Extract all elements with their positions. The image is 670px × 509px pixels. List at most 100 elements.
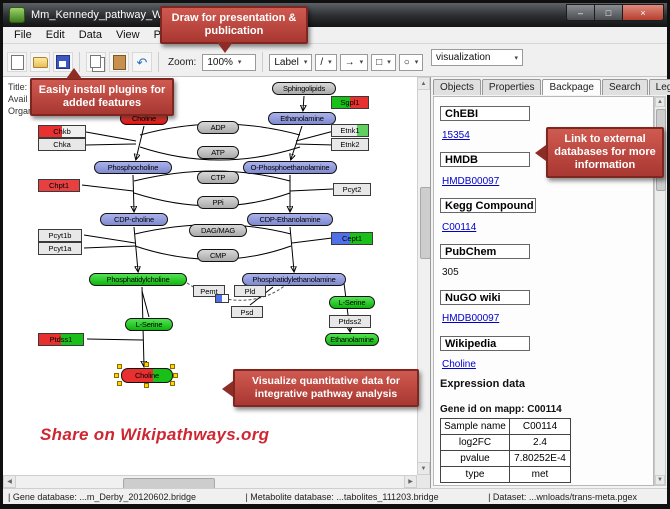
- gene-chpt1[interactable]: Chpt1: [38, 179, 80, 192]
- save-disk-icon: [56, 55, 70, 69]
- selection-handle[interactable]: [144, 383, 149, 388]
- table-cell: C00114: [509, 418, 571, 435]
- open-folder-icon: [32, 56, 48, 68]
- node-o-phosphoethanolamine[interactable]: O-Phosphoethanolamine: [243, 161, 337, 174]
- gene-sgpl1[interactable]: Sgpl1: [331, 96, 369, 109]
- undo-button[interactable]: ↶: [132, 52, 152, 72]
- arrow-tool-icon: →: [344, 56, 355, 68]
- pathway-canvas[interactable]: Title: Avail Organ: [3, 77, 431, 489]
- gene-pld[interactable]: Pld: [234, 285, 266, 297]
- chevron-down-icon: ▾: [237, 59, 242, 66]
- tab-backpage[interactable]: Backpage: [542, 79, 601, 95]
- node-l-serine-right[interactable]: L-Serine: [329, 296, 375, 309]
- callout-plugins-text: Easily install plugins for added feature…: [38, 84, 166, 109]
- node-phosphocholine[interactable]: Phosphocholine: [94, 161, 172, 174]
- section-header-chebi: ChEBI: [440, 106, 530, 121]
- node-sphingolipids[interactable]: Sphingolipids: [272, 82, 336, 95]
- node-cdp-choline[interactable]: CDP-choline: [100, 213, 168, 226]
- maximize-button[interactable]: □: [594, 4, 622, 21]
- menu-bar: File Edit Data View Plugins Help: [3, 27, 667, 44]
- selection-handle[interactable]: [117, 381, 122, 386]
- node-ethanolamine-bottom[interactable]: Ethanolamine: [325, 333, 379, 346]
- node-dag-mag[interactable]: DAG/MAG: [189, 224, 247, 237]
- gene-chka[interactable]: Chka: [38, 138, 86, 151]
- selection-handle[interactable]: [173, 373, 178, 378]
- gene-etnk1[interactable]: Etnk1: [331, 124, 369, 137]
- oval-tool[interactable]: ○▾: [398, 53, 424, 71]
- zoom-select[interactable]: 100% ▾: [202, 53, 257, 71]
- backpage-content: ChEBI 15354 HMDB HMDB00097 Kegg Compound…: [433, 96, 654, 486]
- label-tool-text: Label: [274, 56, 299, 68]
- node-atp[interactable]: ATP: [197, 146, 239, 159]
- gene-pcyt1b[interactable]: Pcyt1b: [38, 229, 82, 242]
- new-file-icon: [10, 54, 24, 70]
- scroll-up-icon[interactable]: ▲: [655, 97, 665, 107]
- hmdb-link[interactable]: HMDB00097: [442, 176, 500, 187]
- scroll-left-icon[interactable]: ◀: [3, 475, 16, 488]
- gene-ptdss1[interactable]: Ptdss1: [38, 333, 84, 346]
- menu-edit[interactable]: Edit: [45, 29, 65, 41]
- node-cdp-ethanolamine[interactable]: CDP-Ethanolamine: [247, 213, 333, 226]
- gene-etnk2[interactable]: Etnk2: [331, 138, 369, 151]
- node-adp[interactable]: ADP: [197, 121, 239, 134]
- pathway-drawing-area[interactable]: Title: Avail Organ: [3, 77, 417, 475]
- paste-button[interactable]: [109, 52, 129, 72]
- tab-legend[interactable]: Legend: [648, 79, 670, 95]
- node-choline-selected[interactable]: Choline: [121, 368, 173, 383]
- scrollbar-corner: [417, 475, 430, 488]
- table-cell: 7.80252E-4: [509, 450, 571, 467]
- menu-data[interactable]: Data: [78, 29, 102, 41]
- gene-ptdss2[interactable]: Ptdss2: [329, 315, 371, 328]
- arrow-tool[interactable]: →▾: [339, 53, 369, 71]
- table-row: pvalue 7.80252E-4: [440, 450, 571, 467]
- selection-handle[interactable]: [144, 362, 149, 367]
- tab-search[interactable]: Search: [601, 79, 648, 95]
- tab-objects[interactable]: Objects: [433, 79, 481, 95]
- callout-link-databases: Link to external databases for more info…: [535, 127, 664, 178]
- scroll-up-icon[interactable]: ▲: [417, 77, 430, 90]
- node-phosphatidylcholine[interactable]: Phosphatidylcholine: [89, 273, 187, 286]
- save-button[interactable]: [53, 52, 73, 72]
- node-ctp[interactable]: CTP: [197, 171, 239, 184]
- kegg-link[interactable]: C00114: [442, 222, 477, 233]
- selection-handle[interactable]: [170, 381, 175, 386]
- selection-handle[interactable]: [117, 364, 122, 369]
- menu-file[interactable]: File: [14, 29, 32, 41]
- selection-handle[interactable]: [114, 373, 119, 378]
- scroll-right-icon[interactable]: ▶: [404, 475, 417, 488]
- chevron-down-icon: ▾: [387, 59, 391, 66]
- minimize-button[interactable]: –: [566, 4, 594, 21]
- new-file-button[interactable]: [7, 52, 27, 72]
- chebi-link[interactable]: 15354: [442, 130, 470, 141]
- gene-psd[interactable]: Psd: [231, 306, 263, 318]
- node-phosphatidylethanolamine[interactable]: Phosphatidylethanolamine: [242, 273, 346, 286]
- gene-cept1[interactable]: Cept1: [331, 232, 373, 245]
- menu-view[interactable]: View: [115, 29, 140, 41]
- mini-state-box[interactable]: [215, 294, 229, 303]
- gene-chkb[interactable]: Chkb: [38, 125, 86, 138]
- rect-tool-icon: □: [376, 56, 383, 68]
- gene-pcyt1a[interactable]: Pcyt1a: [38, 242, 82, 255]
- scroll-down-icon[interactable]: ▼: [417, 462, 430, 475]
- copy-button[interactable]: [86, 52, 106, 72]
- node-ethanolamine[interactable]: Ethanolamine: [268, 112, 336, 125]
- node-l-serine-left[interactable]: L-Serine: [125, 318, 173, 331]
- node-cmp[interactable]: CMP: [197, 249, 239, 262]
- canvas-vertical-scrollbar[interactable]: ▲ ▼: [417, 77, 431, 475]
- tab-properties[interactable]: Properties: [481, 79, 542, 95]
- rect-tool[interactable]: □▾: [371, 53, 396, 71]
- node-ppi[interactable]: PPi: [197, 196, 239, 209]
- line-tool[interactable]: /▾: [315, 53, 337, 71]
- nugo-wiki-link[interactable]: HMDB00097: [442, 313, 500, 324]
- close-button[interactable]: ×: [622, 4, 664, 21]
- canvas-horizontal-scrollbar[interactable]: ◀ ▶: [3, 475, 417, 489]
- open-button[interactable]: [30, 52, 50, 72]
- visualization-select[interactable]: visualization ▾: [431, 49, 523, 66]
- scroll-down-icon[interactable]: ▼: [655, 475, 665, 485]
- selection-handle[interactable]: [170, 364, 175, 369]
- wikipedia-link[interactable]: Choline: [442, 359, 476, 370]
- gene-pcyt2[interactable]: Pcyt2: [333, 183, 371, 196]
- status-dataset: | Dataset: ...wnloads/trans-meta.pgex: [488, 491, 637, 502]
- label-tool[interactable]: Label▾: [269, 53, 313, 71]
- pathway-info-line2: Avail: [8, 94, 28, 104]
